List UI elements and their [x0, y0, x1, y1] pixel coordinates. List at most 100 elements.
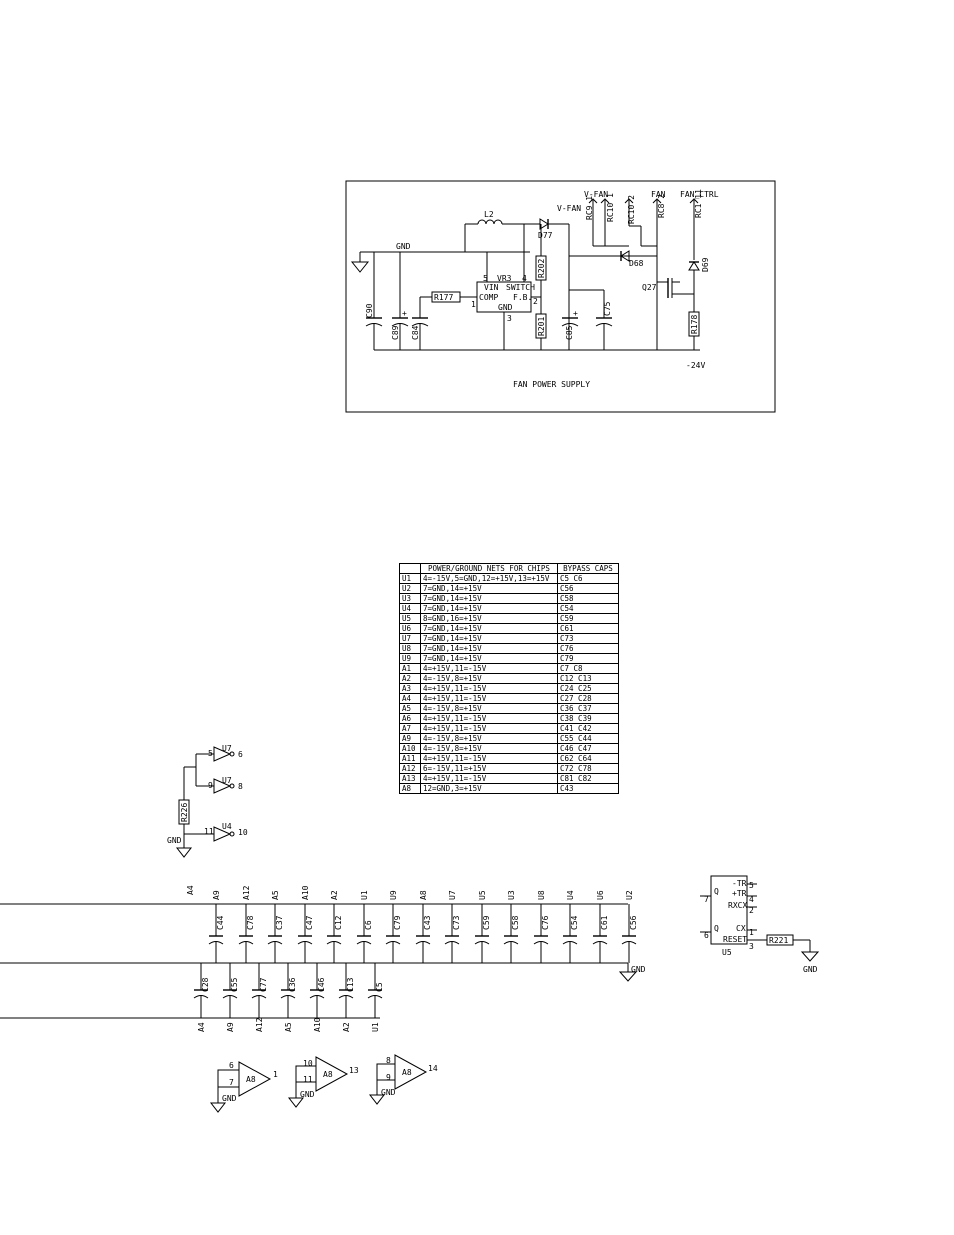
u5-pin5: 5 — [749, 881, 754, 890]
rc9-ref: RC9 1 — [585, 196, 594, 220]
top-chip-label: U3 — [507, 890, 516, 900]
d69-diode — [688, 261, 700, 271]
vfan-port-label: V-FAN — [584, 190, 608, 199]
table-cell-nets: 7=GND,14=+15V — [420, 653, 558, 664]
vfan-inner-label: V-FAN — [557, 204, 581, 213]
table-cell-caps: C5 C6 — [557, 573, 619, 584]
table-cell-nets: 4=-15V,8=+15V — [420, 743, 558, 754]
table-cell-nets: 7=GND,14=+15V — [420, 643, 558, 654]
table-cell-ref: U6 — [399, 623, 421, 634]
u5-pin-reset: RESET — [723, 935, 747, 944]
table-cell-caps: C43 — [557, 783, 619, 794]
bottom-chip-label: U1 — [371, 1022, 380, 1032]
top-chip-label: U4 — [566, 890, 575, 900]
top-chip-label: U1 — [360, 890, 369, 900]
inv-gnd-symbol — [175, 847, 193, 858]
r201-label: R201 — [537, 317, 546, 336]
monostable-u5: U5 -TR +TR RXCX CX RESET Q Q 7 6 5 4 2 1… — [700, 875, 820, 974]
inv3-out: 10 — [238, 828, 248, 837]
table-cell-ref: A12 — [399, 763, 421, 774]
table-cell-ref: A1 — [399, 663, 421, 674]
top-cap-label: C6 — [364, 920, 373, 930]
top-chip-label: A8 — [419, 890, 428, 900]
table-cell-ref: U2 — [399, 583, 421, 594]
opamp2-out: 13 — [349, 1066, 359, 1075]
table-cell-caps: C38 C39 — [557, 713, 619, 724]
table-cell-nets: 4=+15V,11=-15V — [420, 713, 558, 724]
bottom-cap-label: C55 — [230, 977, 239, 992]
top-chip-label: U2 — [625, 890, 634, 900]
vr3-pin-gnd: GND — [498, 303, 513, 312]
u5-pin1: 1 — [749, 928, 754, 937]
table-cell-ref: A4 — [399, 693, 421, 704]
table-cell-ref: U9 — [399, 653, 421, 664]
table-cell-nets: 4=-15V,5=GND,12=+15V,13=+15V — [420, 573, 558, 584]
opamp2-inv: 10 — [303, 1059, 313, 1068]
inv-gnd-label: GND — [167, 836, 182, 845]
table-cell-ref: U8 — [399, 643, 421, 654]
table-header-ref — [399, 563, 421, 574]
table-header-caps: BYPASS CAPS — [557, 563, 619, 574]
top-chip-label: U8 — [537, 890, 546, 900]
bank-gnd-label: GND — [631, 965, 646, 974]
fan-port-label: FAN — [651, 190, 666, 199]
c89-polarity: + — [402, 309, 407, 318]
r226-label: R226 — [180, 803, 189, 822]
top-chip-label: A5 — [271, 890, 280, 900]
table-cell-nets: 4=-15V,8=+15V — [420, 733, 558, 744]
table-cell-caps: C81 C82 — [557, 773, 619, 784]
table-cell-caps: C56 — [557, 583, 619, 594]
l2-inductor — [477, 219, 503, 225]
top-cap-label: C47 — [305, 915, 314, 930]
d69-label: D69 — [701, 257, 710, 272]
u5-pin-q2-name: Q — [714, 924, 719, 933]
top-chip-label: A12 — [242, 885, 251, 900]
top-cap-label: C78 — [246, 915, 255, 930]
r178-label: R178 — [690, 315, 699, 334]
top-cap-label: C61 — [600, 915, 609, 930]
vr3-pin2: 2 — [533, 297, 538, 306]
u5-box — [710, 875, 748, 945]
u5-pin-ptr: +TR — [732, 889, 747, 898]
table-cell-nets: 4=+15V,11=-15V — [420, 663, 558, 674]
q27-label: Q27 — [642, 283, 657, 292]
top-cap-label: C54 — [570, 915, 579, 930]
table-cell-ref: A3 — [399, 683, 421, 694]
fan-supply-title: FAN POWER SUPPLY — [513, 380, 590, 389]
u5-ref: U5 — [722, 948, 732, 957]
u5-pin3: 3 — [749, 942, 754, 951]
table-cell-caps: C27 C28 — [557, 693, 619, 704]
table-cell-nets: 7=GND,14=+15V — [420, 603, 558, 614]
top-chip-label: U5 — [478, 890, 487, 900]
table-cell-nets: 4=-15V,8=+15V — [420, 703, 558, 714]
bypass-table: POWER/GROUND NETS FOR CHIPS BYPASS CAPS … — [399, 563, 619, 794]
u5-pin-mtr: -TR — [732, 879, 747, 888]
u5-pin2: 2 — [749, 906, 754, 915]
opamp1-noninv: 7 — [229, 1078, 234, 1087]
inv1-out: 6 — [238, 750, 243, 759]
vr3-pin-vin: VIN — [484, 283, 499, 292]
table-cell-ref: A11 — [399, 753, 421, 764]
fan-ctrl-port-label: FAN_CTRL — [680, 190, 719, 199]
top-cap-label: C79 — [393, 915, 402, 930]
c85-label: C85 — [565, 325, 574, 340]
top-cap-label: C12 — [334, 915, 343, 930]
neg24-label: -24V — [686, 361, 705, 370]
table-cell-caps: C54 — [557, 603, 619, 614]
opamp3-noninv: 9 — [386, 1073, 391, 1082]
rc1-ref: RC1 11 — [694, 189, 703, 218]
rc8-ref: RC8 2 — [657, 194, 666, 218]
table-cell-caps: C36 C37 — [557, 703, 619, 714]
table-cell-nets: 4=+15V,11=-15V — [420, 723, 558, 734]
c89-label: C89 — [391, 325, 400, 340]
d68-label: D68 — [629, 259, 644, 268]
opamp3-ref: A8 — [402, 1068, 412, 1077]
top-cap-label: C73 — [452, 915, 461, 930]
